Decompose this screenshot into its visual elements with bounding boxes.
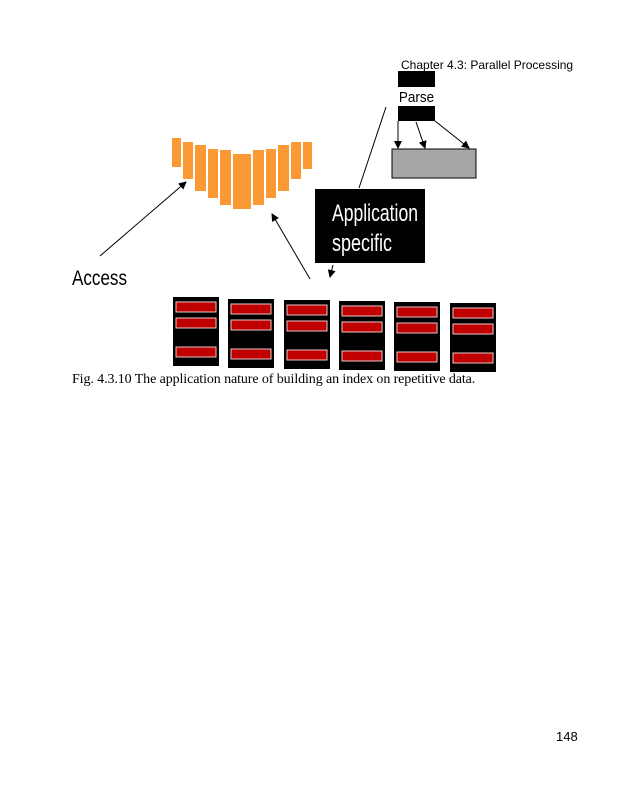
access-label: Access xyxy=(72,267,127,290)
parse-bottom-block xyxy=(398,106,435,121)
record-field-4-3 xyxy=(341,350,383,362)
record-field-6-2 xyxy=(452,323,494,335)
orange-bar-9 xyxy=(278,145,289,191)
data-records xyxy=(173,297,496,372)
connector-line xyxy=(358,106,387,189)
orange-bar-6 xyxy=(233,154,251,209)
parsed-output-box xyxy=(391,148,477,179)
access-arrow xyxy=(99,181,187,257)
chapter-header: Chapter 4.3: Parallel Processing xyxy=(401,58,574,72)
record-field-5-2 xyxy=(396,322,438,334)
orange-bar-7 xyxy=(253,150,264,205)
small-down-arrow xyxy=(327,264,336,278)
index-diagram: Parse Application specific Access xyxy=(72,71,496,372)
orange-index-bars xyxy=(172,138,312,209)
application-label: Application xyxy=(332,200,418,227)
record-field-1-3 xyxy=(175,346,217,358)
orange-bar-1 xyxy=(172,138,181,167)
application-specific-box xyxy=(315,189,425,263)
record-field-2-2 xyxy=(230,319,272,331)
parse-top-block xyxy=(398,71,435,87)
record-field-3-1 xyxy=(286,304,328,316)
record-field-6-3 xyxy=(452,352,494,364)
parse-arrow-3 xyxy=(434,120,470,149)
page-number: 148 xyxy=(556,729,578,744)
orange-bar-5 xyxy=(220,150,231,205)
specific-label: specific xyxy=(332,230,392,257)
record-field-1-1 xyxy=(175,301,217,313)
record-field-4-2 xyxy=(341,321,383,333)
orange-bar-11 xyxy=(303,142,312,169)
parse-label: Parse xyxy=(399,89,434,106)
orange-bar-8 xyxy=(266,149,276,198)
orange-bar-4 xyxy=(208,149,218,198)
record-field-1-2 xyxy=(175,317,217,329)
record-field-5-3 xyxy=(396,351,438,363)
record-field-6-1 xyxy=(452,307,494,319)
record-field-5-1 xyxy=(396,306,438,318)
record-field-4-1 xyxy=(341,305,383,317)
record-field-2-1 xyxy=(230,303,272,315)
records-to-index-arrow xyxy=(271,213,311,280)
orange-bar-3 xyxy=(195,145,206,191)
parse-arrow-2 xyxy=(415,121,427,149)
record-field-3-3 xyxy=(286,349,328,361)
record-field-3-2 xyxy=(286,320,328,332)
orange-bar-2 xyxy=(183,142,193,179)
orange-bar-10 xyxy=(291,142,301,179)
record-field-2-3 xyxy=(230,348,272,360)
figure-caption: Fig. 4.3.10 The application nature of bu… xyxy=(72,372,476,387)
